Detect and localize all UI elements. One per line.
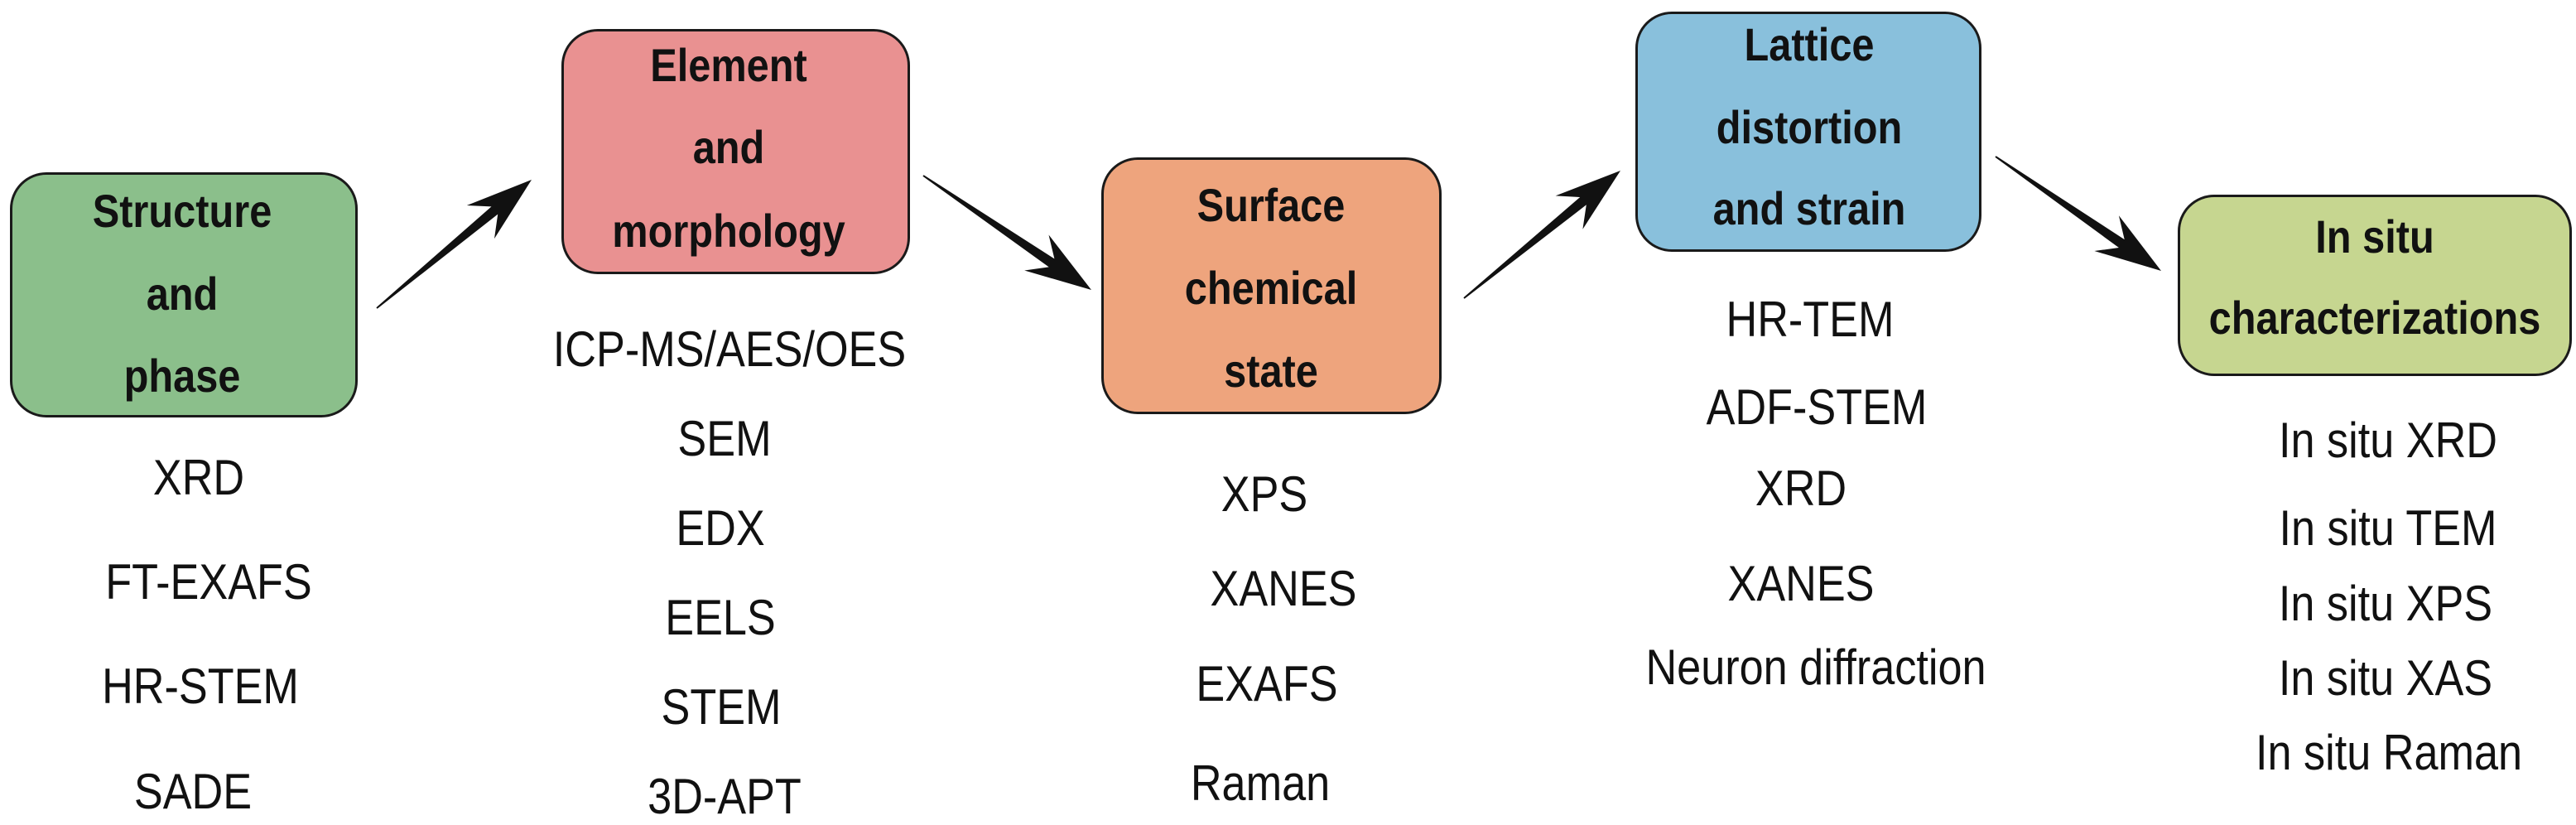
stage-title-line: morphology — [612, 205, 845, 257]
technique-label: Raman — [1190, 755, 1331, 811]
stage-box-surface-chemical-state — [1101, 157, 1442, 414]
technique-label: SEM — [677, 411, 772, 466]
technique-label: HR-STEM — [102, 659, 299, 714]
technique-label: XRD — [1755, 461, 1847, 516]
technique-label: Neuron diffraction — [1645, 639, 1986, 695]
flow-arrow — [376, 180, 532, 309]
technique-label: In situ Raman — [2255, 725, 2523, 780]
stage-box-in-situ — [2178, 195, 2572, 376]
flow-arrow — [1463, 171, 1620, 299]
technique-label: In situ XAS — [2278, 650, 2493, 706]
technique-label: XRD — [152, 450, 245, 505]
flow-arrow — [922, 175, 1091, 290]
technique-label: 3D-APT — [648, 769, 802, 824]
technique-label: ADF-STEM — [1706, 379, 1928, 435]
stage-title-line: and — [692, 121, 765, 173]
stage-title-line: Surface — [1197, 179, 1346, 231]
technique-label: In situ XRD — [2279, 412, 2497, 468]
stage-title-line: and strain — [1712, 182, 1906, 234]
technique-label: XPS — [1221, 466, 1308, 522]
technique-label: XANES — [1727, 556, 1875, 611]
stage-title-line: Lattice — [1744, 18, 1875, 70]
technique-label: In situ TEM — [2279, 500, 2497, 556]
stage-title-line: Structure — [92, 185, 272, 237]
stage-box-structure-phase — [10, 172, 358, 417]
stage-title-line: phase — [123, 350, 241, 402]
stage-title-line: state — [1224, 345, 1318, 397]
technique-label: EXAFS — [1196, 656, 1338, 712]
technique-label: STEM — [661, 679, 782, 735]
technique-label: EELS — [665, 590, 776, 645]
stage-title-line: and — [146, 268, 219, 320]
stage-box-lattice-distortion — [1635, 12, 1981, 252]
stage-title-line: Element — [650, 39, 807, 91]
stage-title-line: characterizations — [2208, 292, 2541, 344]
technique-label: HR-TEM — [1726, 292, 1895, 347]
technique-label: EDX — [676, 500, 765, 556]
technique-label: In situ XPS — [2278, 576, 2493, 631]
stage-title-line: chemical — [1184, 262, 1358, 314]
technique-label: ICP-MS/AES/OES — [552, 321, 907, 377]
flow-arrow — [1995, 156, 2161, 271]
stage-box-element-morphology — [561, 29, 910, 274]
stage-title-line: distortion — [1716, 101, 1903, 153]
technique-label: FT-EXAFS — [105, 554, 312, 610]
technique-label: SADE — [133, 764, 253, 819]
technique-label: XANES — [1210, 561, 1357, 616]
stage-title-line: In situ — [2315, 210, 2434, 263]
